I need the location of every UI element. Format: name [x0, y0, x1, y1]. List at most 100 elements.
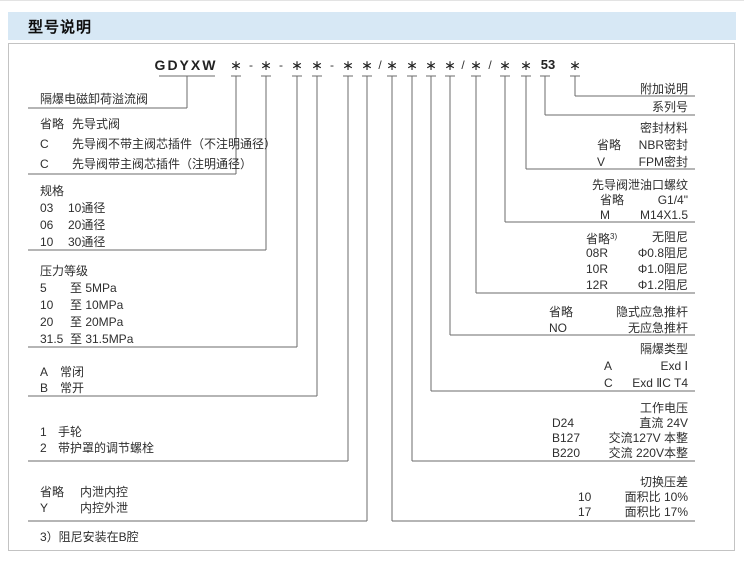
code-cell: M	[600, 208, 610, 222]
code-cell: V	[597, 155, 606, 169]
section-title: 型号说明	[28, 18, 93, 36]
label-cell: 常开	[60, 381, 85, 395]
model-code-part: ∗	[260, 57, 272, 73]
label-row: B220 交流 220V本整	[552, 446, 688, 461]
label-cell: 交流 220V本整	[608, 446, 688, 460]
label-row: 31.5 至 31.5MPa	[40, 331, 133, 348]
label-cell: 至 20MPa	[70, 315, 124, 329]
label-cell: 交流127V 本整	[608, 431, 688, 445]
label-row: 隔爆电磁卸荷溢流阀	[40, 91, 148, 108]
label-cell: 面积比 17%	[624, 505, 688, 519]
label-cell: 至 31.5MPa	[70, 332, 134, 346]
code-cell: Y	[40, 501, 49, 515]
label-cell: Exd ⅡC T4	[632, 376, 688, 390]
model-code-part: /	[378, 58, 382, 72]
model-code-part: ∗	[470, 57, 482, 73]
label-cell: 至 5MPa	[70, 281, 117, 295]
label-row: 规格	[40, 183, 105, 200]
row-title: 隔爆类型	[639, 342, 688, 356]
model-code-part: ∗	[499, 57, 511, 73]
code-cell: 1	[40, 425, 47, 439]
label-block-additional-note: 附加说明	[640, 81, 688, 97]
footnote: 3）阻尼安装在B腔	[40, 530, 139, 544]
label-cell: 20通径	[68, 218, 106, 232]
code-cell: 10	[40, 235, 54, 249]
code-cell: 17	[578, 505, 592, 519]
section-title-bar: 型号说明	[8, 12, 736, 40]
model-code-part: ∗	[520, 57, 532, 73]
label-row: C Exd ⅡC T4	[604, 375, 688, 392]
code-cell: B	[40, 381, 49, 395]
code-cell: 31.5	[40, 332, 64, 346]
model-code-part: ∗	[311, 57, 323, 73]
label-row: 系列号	[652, 99, 688, 115]
model-code-part: -	[249, 58, 253, 72]
label-row: Y 内控外泄	[40, 500, 128, 516]
model-code-part: -	[330, 58, 334, 72]
code-cell: B220	[552, 446, 581, 460]
label-cell: NBR密封	[638, 138, 688, 152]
code-cell: A	[40, 365, 49, 379]
code-cell: C	[604, 376, 613, 390]
model-code-part: ∗	[291, 57, 303, 73]
code-cell: 03	[40, 201, 54, 215]
label-block-drain-control: 省略 内泄内控 Y 内控外泄	[40, 484, 128, 516]
label-row: 17 面积比 17%	[578, 505, 688, 520]
row-title: 附加说明	[639, 82, 688, 96]
label-cell: M14X1.5	[639, 208, 688, 222]
model-code-part: ∗	[230, 57, 242, 73]
label-row: 1 手轮	[40, 424, 154, 440]
model-code-part: GDYXW	[154, 57, 218, 73]
code-cell: 省略	[40, 117, 65, 131]
code-cell: 5	[40, 281, 47, 295]
model-code-part: /	[488, 58, 492, 72]
label-cell: 内泄内控	[80, 485, 129, 499]
code-cell: 省略3)	[586, 232, 618, 246]
code-cell: C	[40, 137, 49, 151]
model-code-part: ∗	[342, 57, 354, 73]
row-title: 切换压差	[639, 475, 688, 489]
label-cell: Φ0.8阻尼	[637, 246, 688, 260]
code-cell: 10	[40, 298, 54, 312]
label-cell: 手轮	[58, 425, 83, 439]
row-title: 先导阀泄油口螺纹	[591, 178, 688, 192]
label-row: 先导阀泄油口螺纹	[592, 178, 688, 193]
code-cell: NO	[549, 321, 567, 335]
label-row: B 常开	[40, 380, 84, 396]
label-row: 压力等级	[40, 263, 133, 280]
model-code-part: ∗	[569, 57, 581, 73]
model-code-part: ∗	[361, 57, 373, 73]
code-cell: 省略	[40, 485, 65, 499]
label-cell: 无阻尼	[651, 230, 688, 244]
label-row: C 先导阀不带主阀芯插件（不注明通径）	[40, 134, 276, 154]
code-cell: A	[604, 359, 613, 373]
label-row: 省略3) 无阻尼	[586, 229, 688, 246]
label-cell: 先导阀不带主阀芯插件（不注明通径）	[72, 137, 277, 151]
code-cell: D24	[552, 416, 575, 430]
label-cell: 先导式阀	[72, 117, 121, 131]
label-row: 省略隐式应急推杆	[549, 304, 688, 320]
code-cell: 10R	[586, 262, 609, 276]
label-cell: 内控外泄	[80, 501, 129, 515]
code-cell: 12R	[586, 278, 609, 292]
